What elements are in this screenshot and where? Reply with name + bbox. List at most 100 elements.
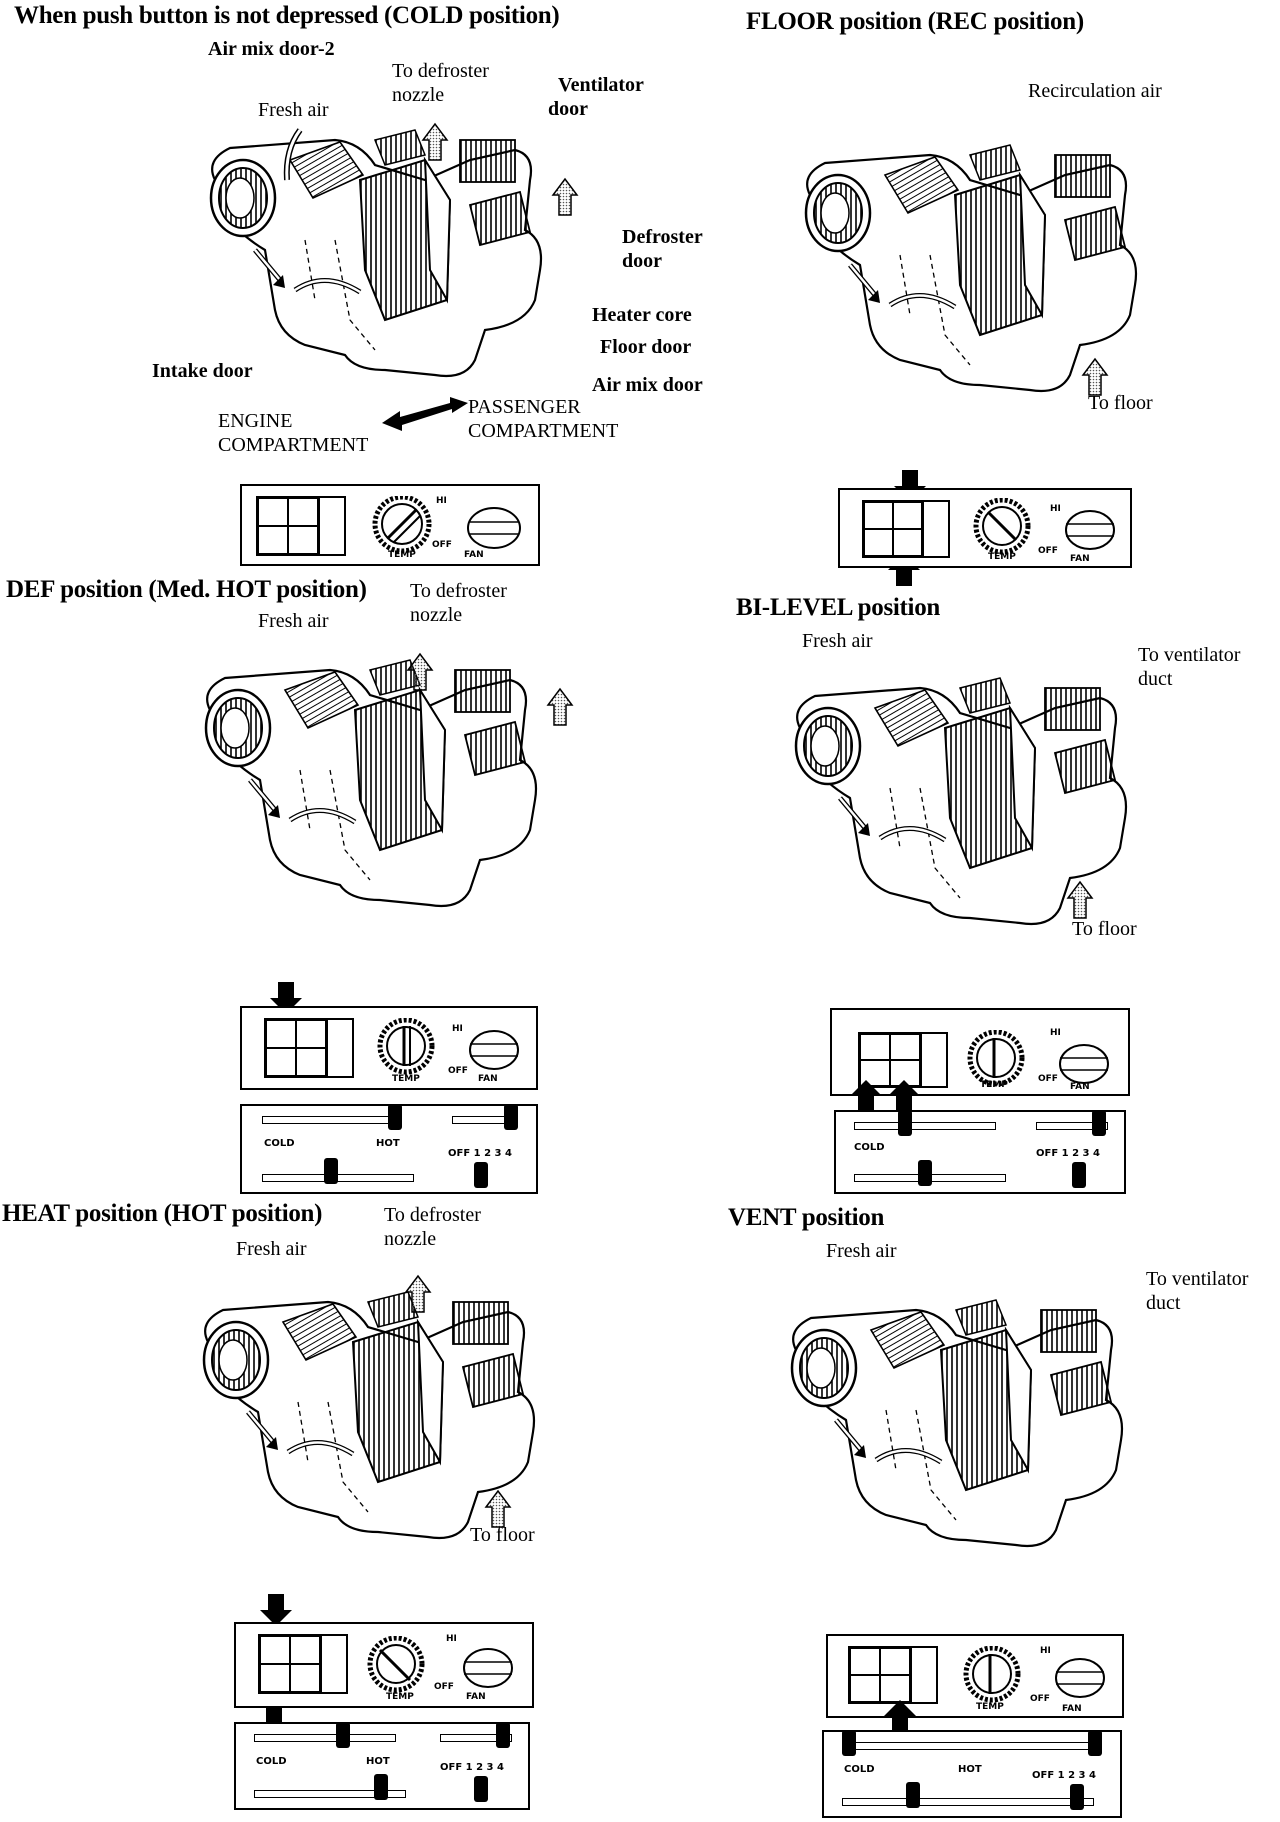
temp-dial[interactable]: [964, 1030, 1028, 1090]
fan-knob[interactable]: [504, 1104, 518, 1130]
temp-dial[interactable]: [370, 496, 434, 556]
fan-knob-bottom[interactable]: [474, 1162, 488, 1188]
fan-label: FAN: [478, 1074, 498, 1084]
label-nozzle: nozzle: [384, 1228, 437, 1250]
fan-off-label: OFF: [1038, 1074, 1058, 1084]
hot-label: HOT: [376, 1138, 400, 1149]
temp-label: TEMP: [980, 1080, 1008, 1090]
slider-panel: COLD HOT OFF 1 2 3 4: [822, 1730, 1122, 1818]
label-recirculation-air: Recirculation air: [1028, 80, 1162, 102]
temp-dial[interactable]: [970, 498, 1034, 558]
slider-knob-top[interactable]: [336, 1722, 350, 1748]
label-passenger-compartment: COMPARTMENT: [468, 420, 619, 442]
temp-knob[interactable]: [906, 1782, 920, 1808]
label-fresh-air: Fresh air: [802, 630, 873, 652]
slider-knob-top[interactable]: [898, 1110, 912, 1136]
label-air-mix-door: Air mix door: [592, 374, 703, 396]
slider-knob-top[interactable]: [388, 1104, 402, 1130]
temp-knob[interactable]: [374, 1774, 388, 1800]
label-ventilator: Ventilator: [558, 74, 644, 96]
mode-buttons[interactable]: [256, 496, 320, 556]
hvac-unit-diagram: [185, 123, 578, 390]
fan-knob[interactable]: [496, 1722, 510, 1748]
temp-knob[interactable]: [324, 1158, 338, 1184]
fan-knob[interactable]: [1088, 1730, 1102, 1756]
cold-label: COLD: [264, 1138, 295, 1149]
label-fresh-air: Fresh air: [826, 1240, 897, 1262]
fan-hi-label: HI: [1040, 1646, 1051, 1656]
temp-track: [262, 1174, 414, 1182]
fan-scale: OFF 1 2 3 4: [1036, 1148, 1100, 1159]
fan-knob-bottom[interactable]: [474, 1776, 488, 1802]
slider-panel: COLD OFF 1 2 3 4: [834, 1110, 1126, 1194]
panel-title: When push button is not depressed (COLD …: [14, 2, 560, 29]
cold-label: COLD: [256, 1756, 287, 1767]
mode-buttons[interactable]: [862, 500, 924, 558]
fan-off-label: OFF: [432, 540, 452, 550]
fan-dial[interactable]: [1054, 1038, 1114, 1088]
temp-label: TEMP: [988, 552, 1016, 562]
panel-title: VENT position: [728, 1204, 885, 1231]
blank-button: [318, 496, 346, 556]
slider-panel: COLD HOT OFF 1 2 3 4: [240, 1104, 538, 1194]
slider-track-top: [254, 1734, 396, 1742]
temp-label: TEMP: [392, 1074, 420, 1084]
temp-label: TEMP: [386, 1692, 414, 1702]
label-air-mix-door-2: Air mix door-2: [208, 38, 335, 60]
label-engine-compartment: COMPARTMENT: [218, 434, 369, 456]
slider-panel: COLD HOT OFF 1 2 3 4: [234, 1722, 530, 1810]
mode-buttons[interactable]: [258, 1634, 322, 1694]
cold-label: COLD: [854, 1142, 885, 1153]
temp-dial[interactable]: [960, 1646, 1024, 1706]
fan-dial[interactable]: [458, 1642, 518, 1692]
control-panel: TEMP HI OFF FAN: [234, 1622, 534, 1708]
fan-knob-bottom[interactable]: [1072, 1162, 1086, 1188]
panel-title: BI-LEVEL position: [736, 594, 941, 621]
blank-button: [326, 1018, 354, 1078]
fan-off-label: OFF: [448, 1066, 468, 1076]
fan-hi-label: HI: [1050, 1028, 1061, 1038]
fan-off-label: OFF: [1038, 546, 1058, 556]
label-to-defroster: To defroster: [392, 60, 489, 82]
fan-dial[interactable]: [464, 1024, 524, 1074]
panel-title: DEF position (Med. HOT position): [6, 576, 367, 603]
slider-knob-top[interactable]: [842, 1730, 856, 1756]
compartment-arrow: [382, 397, 468, 431]
hot-label: HOT: [366, 1756, 390, 1767]
hvac-unit-diagram: [766, 1290, 1146, 1560]
fan-label: FAN: [466, 1692, 486, 1702]
hvac-unit-diagram: [780, 135, 1160, 396]
label-nozzle: nozzle: [392, 84, 445, 106]
temp-dial[interactable]: [364, 1636, 428, 1696]
label-heater-core: Heater core: [592, 304, 692, 326]
fan-off-label: OFF: [434, 1682, 454, 1692]
label-engine: ENGINE: [218, 410, 293, 432]
label-to-floor: To floor: [1088, 392, 1153, 414]
hvac-unit-diagram: [770, 668, 1150, 938]
fan-knob[interactable]: [1092, 1110, 1106, 1136]
label-to-floor: To floor: [470, 1524, 535, 1546]
fan-dial[interactable]: [1060, 504, 1120, 554]
fan-label: FAN: [464, 550, 484, 560]
label-fresh-air: Fresh air: [258, 99, 329, 121]
label-fresh-air: Fresh air: [236, 1238, 307, 1260]
label-duct: duct: [1146, 1292, 1181, 1314]
control-panel: TEMP HI OFF FAN: [240, 484, 540, 566]
temp-knob[interactable]: [918, 1160, 932, 1186]
control-panel: TEMP HI OFF FAN: [838, 488, 1132, 568]
temp-dial[interactable]: [374, 1018, 438, 1078]
fan-dial[interactable]: [1050, 1652, 1110, 1702]
mode-buttons[interactable]: [264, 1018, 328, 1078]
slider-track-top: [854, 1122, 996, 1130]
fan-label: FAN: [1070, 1082, 1090, 1092]
label-fresh-air: Fresh air: [258, 610, 329, 632]
cold-label: COLD: [844, 1764, 875, 1775]
temp-label: TEMP: [976, 1702, 1004, 1712]
label-to-ventilator: To ventilator: [1138, 644, 1241, 666]
label-intake-door: Intake door: [152, 360, 253, 382]
fan-knob-bottom[interactable]: [1070, 1784, 1084, 1810]
fan-hi-label: HI: [436, 496, 447, 506]
slider-track-top: [842, 1742, 1094, 1750]
blank-button: [910, 1646, 938, 1704]
fan-dial[interactable]: [464, 502, 524, 552]
